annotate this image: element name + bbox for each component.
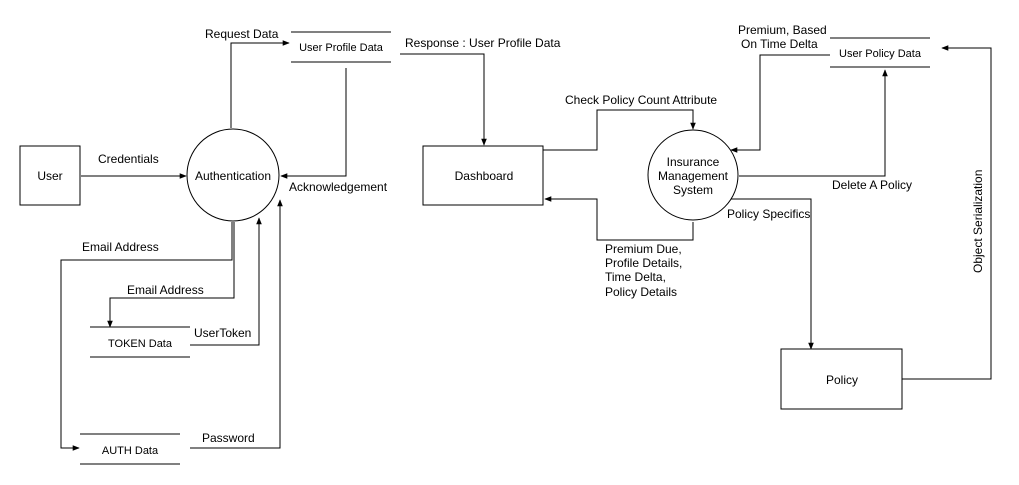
process-authentication: [186, 128, 280, 222]
label-user-token: UserToken: [194, 326, 251, 340]
label-premium-due-line1: Premium Due,: [605, 242, 682, 256]
label-premium-based-line2: On Time Delta: [741, 37, 818, 51]
flow-request-data: [230, 40, 290, 128]
entity-user: [19, 145, 81, 206]
label-credentials: Credentials: [98, 152, 159, 166]
store-user-policy-data: [830, 37, 930, 68]
flow-email-to-auth-data: [60, 222, 233, 451]
process-authentication-label: Authentication: [195, 169, 271, 183]
label-email-address-outer: Email Address: [82, 240, 159, 254]
entity-policy: [780, 348, 903, 410]
store-user-profile-label: User Profile Data: [299, 42, 384, 54]
flow-premium-due: [544, 196, 694, 241]
flow-delete-policy: [739, 69, 888, 177]
flow-password: [190, 199, 283, 449]
store-user-policy-label: User Policy Data: [839, 48, 922, 60]
flow-email-to-token-data: [107, 222, 235, 328]
store-user-profile-data: [291, 31, 391, 63]
flow-acknowledgement: [280, 68, 347, 179]
flow-response-user-profile: [400, 53, 487, 146]
flow-policy-specifics: [730, 198, 814, 350]
label-premium-due-line4: Policy Details: [605, 285, 677, 299]
label-response: Response : User Profile Data: [405, 36, 561, 50]
ims-label-line1: Insurance: [667, 155, 720, 169]
flow-premium-based: [730, 54, 830, 153]
entity-dashboard-label: Dashboard: [455, 169, 514, 183]
label-request-data: Request Data: [205, 27, 279, 41]
store-auth-label: AUTH Data: [102, 445, 159, 457]
entity-dashboard: [422, 145, 544, 206]
label-email-address-inner: Email Address: [127, 283, 204, 297]
flow-object-serialization: [902, 45, 992, 380]
label-premium-based-line1: Premium, Based: [738, 23, 827, 37]
store-token-label: TOKEN Data: [108, 338, 173, 350]
ims-label-line2: Management: [658, 169, 729, 183]
entity-user-label: User: [37, 169, 62, 183]
store-token-data: [90, 326, 190, 358]
process-insurance-management-system: [647, 129, 739, 221]
entity-policy-label: Policy: [826, 373, 858, 387]
label-password: Password: [202, 431, 255, 445]
label-policy-specifics: Policy Specifics: [727, 207, 810, 221]
label-object-serialization: Object Serialization: [971, 170, 985, 273]
label-delete-policy: Delete A Policy: [832, 178, 912, 192]
flow-user-token: [190, 217, 262, 346]
ims-label-line3: System: [673, 183, 713, 197]
flow-check-policy-count: [543, 109, 696, 151]
label-premium-due-line3: Time Delta,: [605, 270, 666, 284]
store-auth-data: [80, 433, 180, 465]
label-premium-due-line2: Profile Details,: [605, 256, 682, 270]
label-check-policy-count: Check Policy Count Attribute: [565, 93, 717, 107]
label-acknowledgement: Acknowledgement: [289, 180, 388, 194]
